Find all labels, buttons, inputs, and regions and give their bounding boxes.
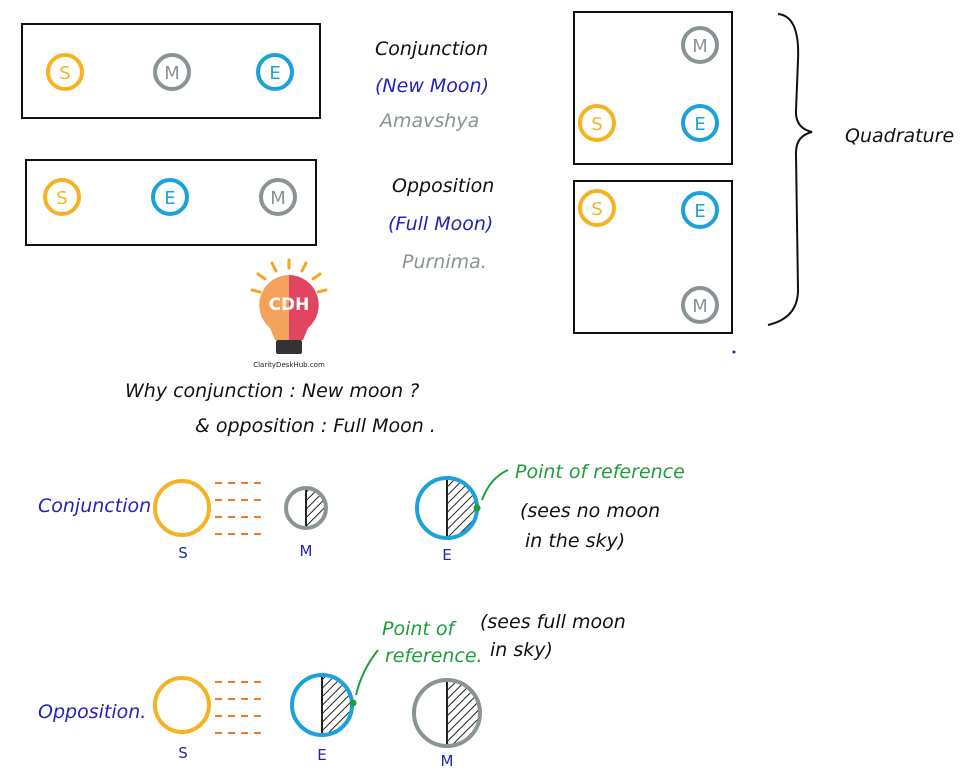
sun-label: S	[178, 544, 188, 562]
reference-label-2: reference.	[385, 645, 483, 667]
moon-icon	[681, 26, 719, 64]
moon-icon	[153, 53, 191, 91]
brace	[767, 13, 813, 326]
reference-point	[473, 504, 481, 512]
note-line-1: (sees full moon	[480, 611, 626, 633]
opposition-box: S E M	[25, 159, 317, 246]
sun-icon	[153, 676, 211, 734]
earth-label: E	[317, 746, 326, 764]
conjunction-label: Conjunction	[38, 495, 151, 517]
reference-label: Point of reference	[515, 461, 685, 483]
amavasya-label: Amavshya	[378, 110, 479, 132]
sun-label: S	[591, 114, 602, 135]
conjunction-box: S M E	[21, 23, 321, 119]
new-moon-label: (New Moon)	[375, 75, 489, 97]
arrow-icon	[355, 649, 379, 696]
opposition-title: Opposition	[392, 175, 494, 197]
sun-icon	[578, 104, 616, 142]
purnima-label: Purnima.	[402, 251, 487, 273]
question-line-2: & opposition : Full Moon .	[195, 415, 436, 437]
earth-icon	[681, 104, 719, 142]
note-line-2: in sky)	[490, 639, 553, 661]
opposition-diagram: Opposition. Point of reference. (sees fu…	[38, 611, 626, 770]
sun-rays	[215, 681, 262, 734]
arrow-icon	[481, 469, 509, 501]
earth-label: E	[164, 188, 175, 209]
moon-label: M	[300, 542, 313, 560]
sun-label: S	[59, 63, 70, 84]
quadrature-box-1: M S E	[573, 11, 733, 165]
earth-icon	[151, 178, 189, 216]
earth-icon	[681, 191, 719, 229]
quadrature-label: Quadrature	[845, 125, 954, 147]
conjunction-diagram: Conjunction Point of reference (sees no …	[38, 461, 685, 564]
earth-label: E	[694, 201, 705, 222]
conjunction-title: Conjunction	[375, 38, 488, 60]
cdh-logo: CDH ClarityDeskHub.com	[250, 258, 328, 369]
moon-label: M	[692, 296, 708, 317]
sun-label: S	[56, 188, 67, 209]
earth-label: E	[694, 114, 705, 135]
moon-icon	[412, 678, 482, 748]
question-line-1: Why conjunction : New moon ?	[125, 380, 419, 402]
moon-icon	[284, 486, 328, 530]
earth-label: E	[442, 546, 451, 564]
sun-rays	[215, 482, 262, 535]
moon-label: M	[164, 63, 180, 84]
reference-label-1: Point of	[382, 618, 458, 640]
note-line-1: (sees no moon	[520, 500, 660, 522]
moon-label: M	[692, 36, 708, 57]
sun-icon	[46, 53, 84, 91]
sun-icon	[578, 189, 616, 227]
earth-label: E	[269, 63, 280, 84]
opposition-label: Opposition.	[38, 701, 146, 723]
sun-label: S	[178, 744, 188, 762]
note-line-2: in the sky)	[525, 530, 625, 552]
full-moon-label: (Full Moon)	[388, 213, 493, 235]
logo-site: ClarityDeskHub.com	[253, 361, 325, 369]
quadrature-box-2: S E M	[573, 180, 733, 334]
moon-icon	[259, 178, 297, 216]
moon-icon	[681, 286, 719, 324]
moon-label: M	[441, 752, 454, 770]
logo-initials: CDH	[269, 295, 310, 315]
reference-point	[349, 699, 357, 707]
sun-label: S	[591, 199, 602, 220]
earth-icon	[256, 53, 294, 91]
sun-icon	[43, 178, 81, 216]
moon-label: M	[270, 188, 286, 209]
sun-icon	[153, 479, 211, 537]
